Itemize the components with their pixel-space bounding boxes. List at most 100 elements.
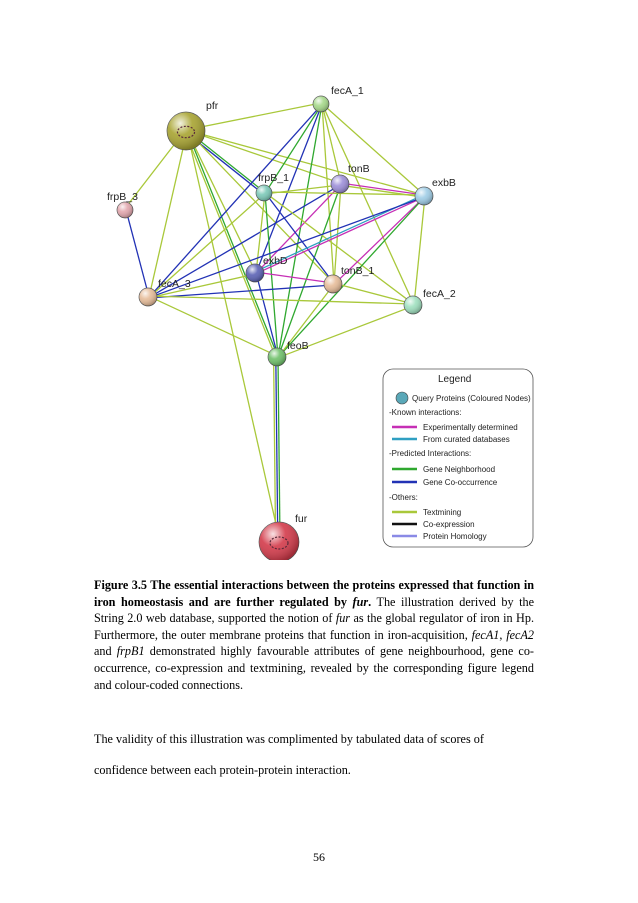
node-shine-tonB bbox=[331, 175, 349, 193]
edge-pfr-tonB-textmining bbox=[186, 129, 341, 184]
edge-frpB_1-fecA_3-textmining bbox=[148, 193, 266, 299]
node-label-feoB: feoB bbox=[287, 340, 309, 352]
edge-tonB-fecA_3-cooccurrence bbox=[148, 184, 341, 299]
node-shine-exbB bbox=[415, 187, 433, 205]
edge-exbB-fecA_3-cooccurrence bbox=[148, 196, 425, 299]
edge-fecA_1-fecA_3-cooccurrence bbox=[148, 104, 323, 299]
body-paragraph-2: confidence between each protein-protein … bbox=[94, 763, 351, 777]
node-label-fur: fur bbox=[295, 513, 308, 525]
node-fecA_3: fecA_3 bbox=[138, 278, 191, 307]
body-paragraph-1: The validity of this illustration was co… bbox=[94, 732, 484, 746]
node-fecA_1: fecA_1 bbox=[312, 85, 364, 113]
node-label-fecA_2: fecA_2 bbox=[423, 288, 456, 300]
caption-text-1: The illustration derived by the String 2… bbox=[94, 594, 534, 626]
node-label-tonB: tonB bbox=[348, 163, 370, 175]
legend-label-neighborhood: Gene Neighborhood bbox=[423, 465, 495, 474]
figure-caption: Figure 3.5 The essential interactions be… bbox=[94, 577, 534, 693]
edge-pfr-feoB-neighborhood bbox=[186, 130, 279, 357]
edge-pfr-fecA_3-textmining bbox=[148, 131, 188, 298]
node-shine-feoB bbox=[268, 348, 286, 366]
edge-tonB_1-fecA_2-textmining bbox=[333, 282, 414, 305]
node-shine-frpB_1 bbox=[256, 185, 272, 201]
node-label-pfr: pfr bbox=[206, 100, 219, 112]
legend-predicted-header: -Predicted Interactions: bbox=[389, 449, 471, 458]
node-tonB_1: tonB_1 bbox=[323, 265, 374, 294]
legend-label-textmining: Textmining bbox=[423, 508, 461, 517]
node-shine-tonB_1 bbox=[324, 275, 342, 293]
edge-fecA_1-fecA_2-textmining bbox=[321, 103, 415, 305]
query-node-sample-icon bbox=[395, 391, 409, 405]
legend-box: Legend Query Proteins (Coloured Nodes) -… bbox=[382, 368, 534, 548]
edges-layer bbox=[123, 102, 426, 543]
edge-feoB-fur-neighborhood bbox=[277, 356, 281, 542]
page-number: 56 bbox=[313, 850, 325, 864]
edge-pfr-tonB_1-textmining bbox=[186, 129, 335, 284]
edge-exbB-exbD-experimental bbox=[255, 196, 425, 275]
edge-fecA_1-frpB_1-neighborhood bbox=[264, 104, 323, 194]
edge-exbD-tonB_1-experimental bbox=[255, 271, 334, 284]
edge-pfr-feoB-textmining bbox=[184, 131, 277, 358]
edge-fecA_3-feoB-textmining bbox=[148, 295, 278, 357]
edge-frpB_1-exbD-textmining bbox=[255, 193, 266, 274]
edge-feoB-fur-cooccurrence bbox=[275, 357, 279, 543]
legend-label-experimental: Experimentally determined bbox=[423, 423, 518, 432]
edge-fecA_1-tonB_1-textmining bbox=[321, 103, 335, 284]
node-shine-pfr bbox=[167, 112, 205, 150]
caption-bold-end: . bbox=[368, 594, 372, 609]
edge-exbB-fecA_2-textmining bbox=[413, 196, 426, 306]
edge-fecA_1-tonB-textmining bbox=[321, 103, 342, 184]
edge-feoB-fur-textmining bbox=[272, 357, 277, 543]
node-label-fecA_3: fecA_3 bbox=[158, 278, 191, 290]
node-feoB: feoB bbox=[267, 340, 309, 367]
node-shine-exbD bbox=[246, 264, 264, 282]
edge-fecA_1-exbD-cooccurrence bbox=[255, 104, 323, 274]
caption-bold-lead: Figure 3.5 The essential interactions be… bbox=[94, 578, 534, 609]
legend-label-coexpression: Co-expression bbox=[423, 520, 475, 529]
node-exbB: exbB bbox=[414, 177, 456, 206]
node-fur: fur bbox=[258, 513, 308, 560]
edge-exbB-tonB_1-experimental bbox=[333, 196, 426, 286]
node-exbD: exbD bbox=[245, 255, 288, 283]
caption-text-3: , bbox=[499, 627, 507, 642]
node-frpB_1: frpB_1 bbox=[255, 172, 289, 202]
edge-exbD-fecA_3-textmining bbox=[148, 273, 256, 299]
legend-label-cooccurrence: Gene Co-occurrence bbox=[423, 478, 498, 487]
edge-pfr-fecA_1-textmining bbox=[185, 102, 321, 131]
edge-pfr-exbD-textmining bbox=[186, 130, 257, 273]
caption-italic-2: fecA1 bbox=[471, 627, 500, 642]
edge-exbD-feoB-cooccurrence bbox=[255, 272, 279, 357]
edge-fecA_1-feoB-neighborhood bbox=[277, 104, 323, 358]
edge-fecA_2-feoB-textmining bbox=[277, 305, 414, 359]
edge-fecA_3-fecA_2-textmining bbox=[148, 295, 414, 305]
node-shine-fecA_3 bbox=[139, 288, 157, 306]
caption-bold-italic: fur bbox=[352, 594, 369, 609]
legend-query-label: Query Proteins (Coloured Nodes) bbox=[412, 394, 531, 403]
edge-tonB-exbB-experimental bbox=[340, 182, 425, 196]
legend-label-database: From curated databases bbox=[423, 435, 510, 444]
node-structure-pfr bbox=[176, 125, 196, 139]
caption-text-5: demonstrated highly favourable attribute… bbox=[94, 644, 534, 692]
caption-italic-3: fecA2 bbox=[506, 627, 534, 642]
node-shine-fur bbox=[259, 522, 299, 560]
node-shine-fecA_2 bbox=[404, 296, 422, 314]
node-structure-fur bbox=[269, 536, 289, 550]
edge-frpB_1-tonB_1-cooccurrence bbox=[264, 192, 335, 284]
edge-frpB_3-fecA_3-cooccurrence bbox=[125, 209, 150, 297]
edge-frpB_1-fecA_2-textmining bbox=[264, 191, 414, 305]
caption-text-2: as the global regulator of iron in Hp. F… bbox=[94, 611, 534, 642]
node-fecA_2: fecA_2 bbox=[403, 288, 456, 315]
node-label-frpB_1: frpB_1 bbox=[258, 172, 289, 184]
node-pfr: pfr bbox=[166, 100, 219, 151]
node-label-fecA_1: fecA_1 bbox=[331, 85, 364, 97]
legend-known-header: -Known interactions: bbox=[389, 408, 461, 417]
edge-tonB_1-feoB-textmining bbox=[277, 284, 335, 359]
edge-exbB-feoB-neighborhood bbox=[277, 196, 426, 359]
legend-label-homology: Protein Homology bbox=[423, 532, 487, 541]
edge-frpB_1-exbB-textmining bbox=[264, 191, 425, 196]
caption-italic-1: fur bbox=[335, 611, 351, 626]
node-frpB_3: frpB_3 bbox=[107, 191, 138, 219]
node-shine-fecA_1 bbox=[313, 96, 329, 112]
node-label-frpB_3: frpB_3 bbox=[107, 191, 138, 203]
